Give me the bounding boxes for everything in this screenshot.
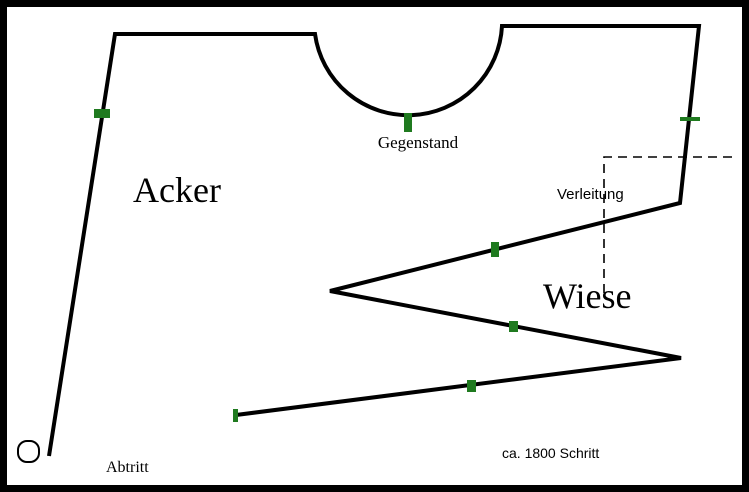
acker-label: Acker (133, 170, 221, 210)
wiese-label: Wiese (543, 276, 632, 316)
track-marker (233, 409, 238, 422)
track-marker (467, 380, 476, 392)
start-circle (17, 440, 40, 463)
track-marker (509, 321, 518, 332)
track-markers (94, 109, 700, 422)
track-path (47, 24, 702, 457)
gegenstand-label: Gegenstand (378, 133, 459, 152)
track-marker (680, 117, 700, 121)
verleitung-boundary (603, 156, 736, 293)
track-marker (94, 109, 110, 118)
distance-label: ca. 1800 Schritt (502, 445, 599, 461)
track-marker (404, 113, 412, 132)
verleitung-label: Verleitung (557, 186, 624, 203)
track-marker (491, 242, 499, 257)
abtritt-label: Abtritt (106, 459, 149, 476)
